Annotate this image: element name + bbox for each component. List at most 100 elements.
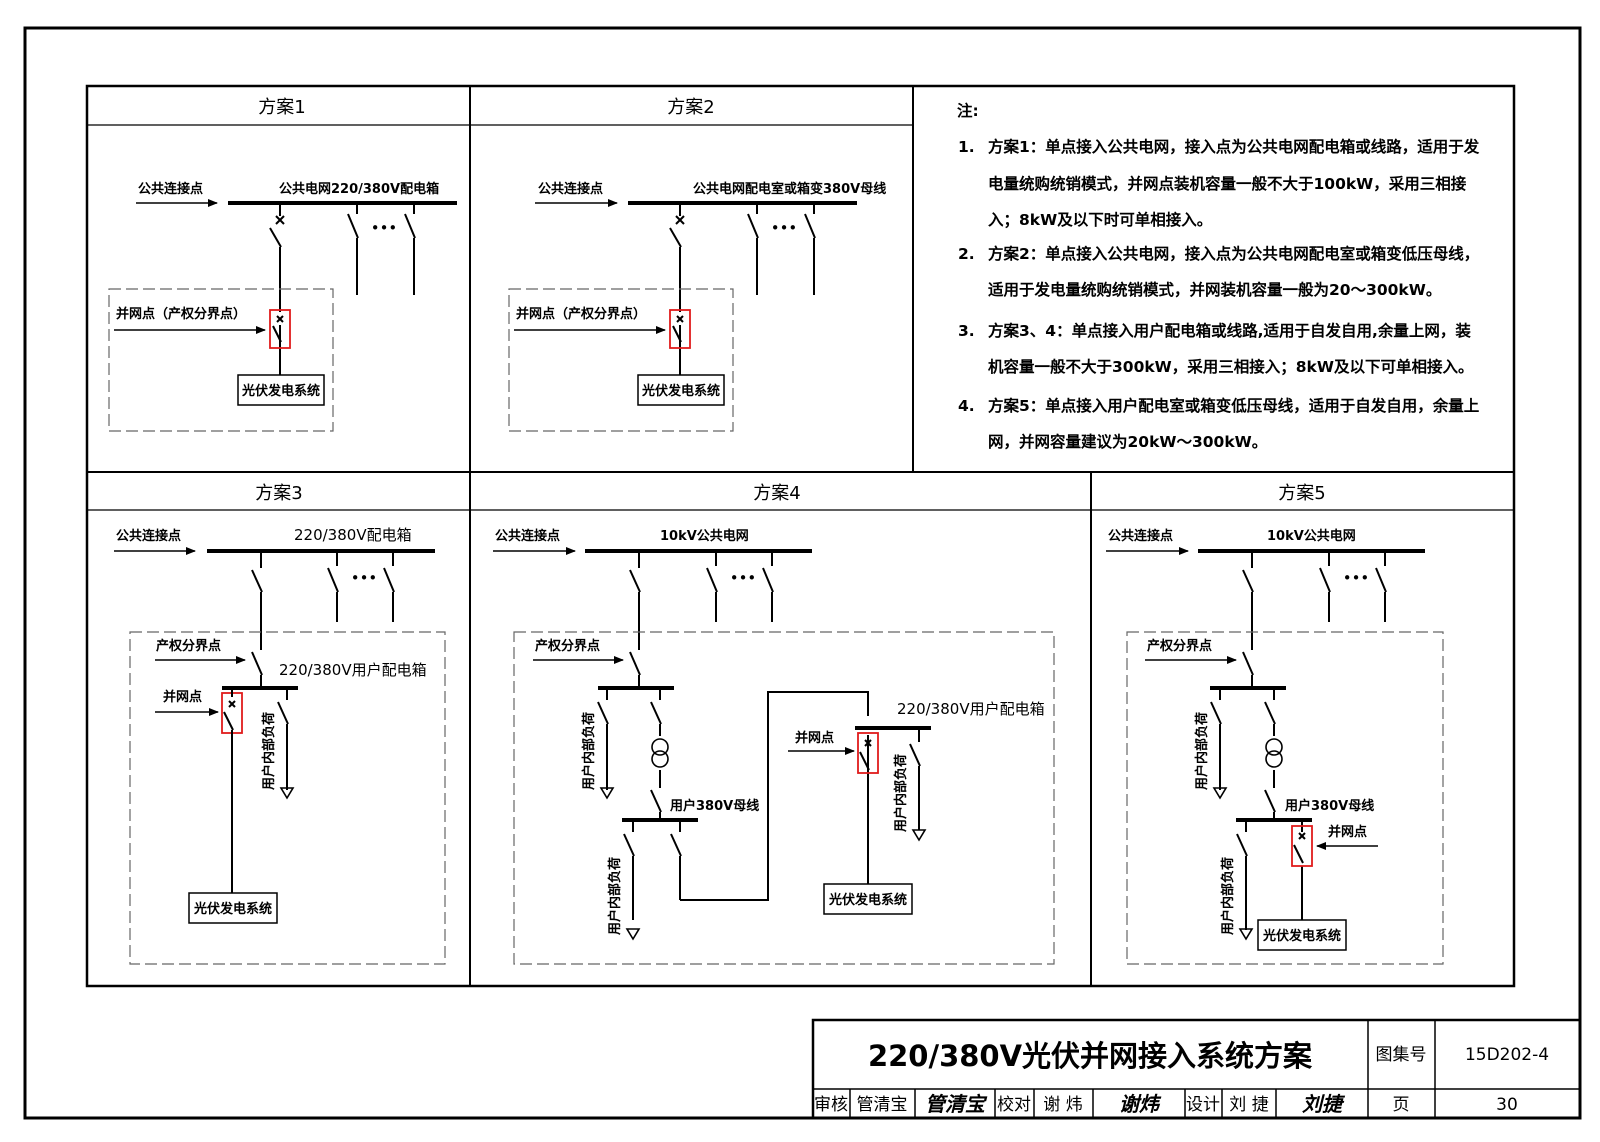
user-box-label: 220/380V用户配电箱 [897, 700, 1045, 718]
connect-point-label: 公共连接点 [1108, 528, 1173, 544]
user-load-3-label: 用户内部负荷 [893, 754, 909, 833]
load-arrow-icon [279, 787, 295, 800]
property-point-label: 产权分界点 [1147, 638, 1212, 654]
note-1-line-1: 方案1：单点接入公共电网，接入点为公共电网配电箱或线路，适用于发 [988, 137, 1480, 156]
load-arrow-icon [625, 928, 641, 941]
note-3-number: 3. [958, 322, 975, 340]
user-load-1-label: 用户内部负荷 [581, 712, 597, 791]
grid-point-label: 并网点 [1328, 824, 1367, 840]
grid-point-label: 并网点 [163, 689, 202, 705]
user-bus-label: 用户380V母线 [1284, 798, 1374, 814]
user-load-2-label: 用户内部负荷 [607, 857, 623, 936]
bus-label: 10kV公共电网 [660, 528, 749, 544]
designer-signature: 刘捷 [1302, 1092, 1346, 1116]
atlas-label: 图集号 [1376, 1045, 1427, 1065]
feeder-lines [669, 203, 816, 380]
note-4-line-1: 方案5：单点接入用户配电室或箱变低压母线，适用于自发自用，余量上 [988, 396, 1480, 415]
note-2-number: 2. [958, 245, 975, 263]
drawing-title: 220/380V光伏并网接入系统方案 [868, 1039, 1313, 1073]
feeder-lines [269, 203, 416, 380]
title-block: 220/380V光伏并网接入系统方案 图集号 15D202-4 审核 管清宝 管… [811, 1018, 1582, 1120]
note-4-line-2: 网，并网容量建议为20kW～300kW。 [988, 432, 1267, 451]
page-number: 30 [1496, 1095, 1518, 1115]
reviewer-name: 管清宝 [857, 1095, 908, 1115]
pv-system-label: 光伏发电系统 [241, 383, 320, 399]
page-label: 页 [1393, 1095, 1410, 1115]
property-point-label: 产权分界点 [156, 638, 221, 654]
grid-point-highlight [1291, 825, 1313, 867]
bus-label: 公共电网配电室或箱变380V母线 [693, 181, 886, 197]
connect-point-label: 公共连接点 [116, 528, 181, 544]
feeder-lines [629, 551, 774, 688]
note-2-line-2: 适用于发电量统购统销模式，并网装机容量一般为20～300kW。 [988, 280, 1441, 299]
panel-3-title: 方案3 [255, 483, 302, 504]
grid-point-label: 并网点 [795, 730, 834, 746]
panel-scheme-2: 方案2 公共连接点 公共电网配电室或箱变380V母线 ••• 并网点（产权分界点… [508, 97, 886, 432]
notes: 注: 1. 方案1：单点接入公共电网，接入点为公共电网配电箱或线路，适用于发 电… [957, 101, 1480, 451]
connect-point-label: 公共连接点 [538, 181, 603, 197]
checker-signature: 谢炜 [1119, 1092, 1162, 1116]
boundary-dashed-box [108, 288, 334, 432]
user-load-1-label: 用户内部负荷 [1194, 712, 1210, 791]
more-feeders-dots: ••• [351, 569, 378, 587]
pv-system-label: 光伏发电系统 [193, 901, 272, 917]
note-4-number: 4. [958, 397, 975, 415]
grid-point-highlight [669, 309, 691, 349]
load-arrow-icon [1238, 928, 1254, 941]
pv-system-box [823, 883, 913, 915]
user-branches [1210, 688, 1303, 930]
load-arrow-icon [599, 787, 615, 800]
header-lines [87, 124, 1514, 511]
user-load-2-label: 用户内部负荷 [1220, 857, 1236, 936]
grid-point-highlight [857, 732, 879, 774]
grid-point-switch [1293, 832, 1306, 864]
more-feeders-dots: ••• [371, 219, 398, 237]
grid-lines [87, 86, 1514, 986]
grid-point-switch [859, 739, 872, 771]
checker-name: 谢 炜 [1043, 1095, 1082, 1115]
user-branches [597, 688, 921, 920]
grid-point-highlight [269, 309, 291, 349]
pv-system-box [1257, 919, 1347, 951]
pv-system-label: 光伏发电系统 [1262, 928, 1341, 944]
user-dashed-box [513, 631, 1055, 965]
panel-4-title: 方案4 [753, 483, 800, 504]
note-1-line-3: 入；8kW及以下时可单相接入。 [988, 210, 1212, 229]
pv-system-box [237, 374, 325, 406]
designer-name: 刘 捷 [1229, 1095, 1268, 1115]
transformer-icon [651, 750, 669, 768]
user-dashed-box [1126, 631, 1444, 965]
pv-system-box [637, 374, 725, 406]
panel-scheme-5: 方案5 公共连接点 10kV公共电网 ••• 产权分界点 用户内部负荷 用户38… [1106, 483, 1444, 965]
connect-point-label: 公共连接点 [138, 181, 203, 197]
transformer-icon [1265, 738, 1283, 756]
note-3-line-1: 方案3、4：单点接入用户配电箱或线路,适用于自发自用,余量上网，装 [988, 321, 1471, 340]
outer-frame [23, 26, 1582, 1120]
note-2-line-1: 方案2：单点接入公共电网，接入点为公共电网配电室或箱变低压母线， [988, 244, 1479, 263]
load-arrow-icon [911, 829, 927, 842]
transformer-icon [651, 738, 669, 756]
pv-system-label: 光伏发电系统 [828, 892, 907, 908]
atlas-number: 15D202-4 [1465, 1045, 1549, 1065]
user-box-label: 220/380V用户配电箱 [279, 661, 427, 679]
main-grid [85, 84, 1516, 988]
check-label: 校对 [997, 1095, 1031, 1115]
connect-point-label: 公共连接点 [495, 528, 560, 544]
grid-point-switch [272, 315, 284, 343]
grid-point-label: 并网点（产权分界点） [116, 306, 246, 322]
panel-scheme-3: 方案3 公共连接点 220/380V配电箱 ••• 产权分界点 220/380V… [114, 483, 446, 965]
reviewer-signature: 管清宝 [925, 1092, 988, 1116]
grid-point-label: 并网点（产权分界点） [516, 306, 646, 322]
panel-scheme-4: 方案4 公共连接点 10kV公共电网 ••• 产权分界点 用户内部负荷 [493, 483, 1055, 965]
property-point-label: 产权分界点 [535, 638, 600, 654]
review-label: 审核 [814, 1095, 848, 1115]
feeder-lines [251, 551, 395, 688]
design-label: 设计 [1186, 1095, 1220, 1115]
panel-scheme-1: 方案1 公共连接点 公共电网220/380V配电箱 ••• 并网点（产权分界点）… [108, 97, 457, 432]
bus-label: 公共电网220/380V配电箱 [279, 181, 439, 197]
boundary-dashed-box [508, 288, 734, 432]
note-3-line-2: 机容量一般不大于300kW，采用三相接入；8kW及以下可单相接入。 [988, 357, 1473, 376]
user-branches [223, 688, 289, 896]
user-bus-label: 用户380V母线 [669, 798, 759, 814]
